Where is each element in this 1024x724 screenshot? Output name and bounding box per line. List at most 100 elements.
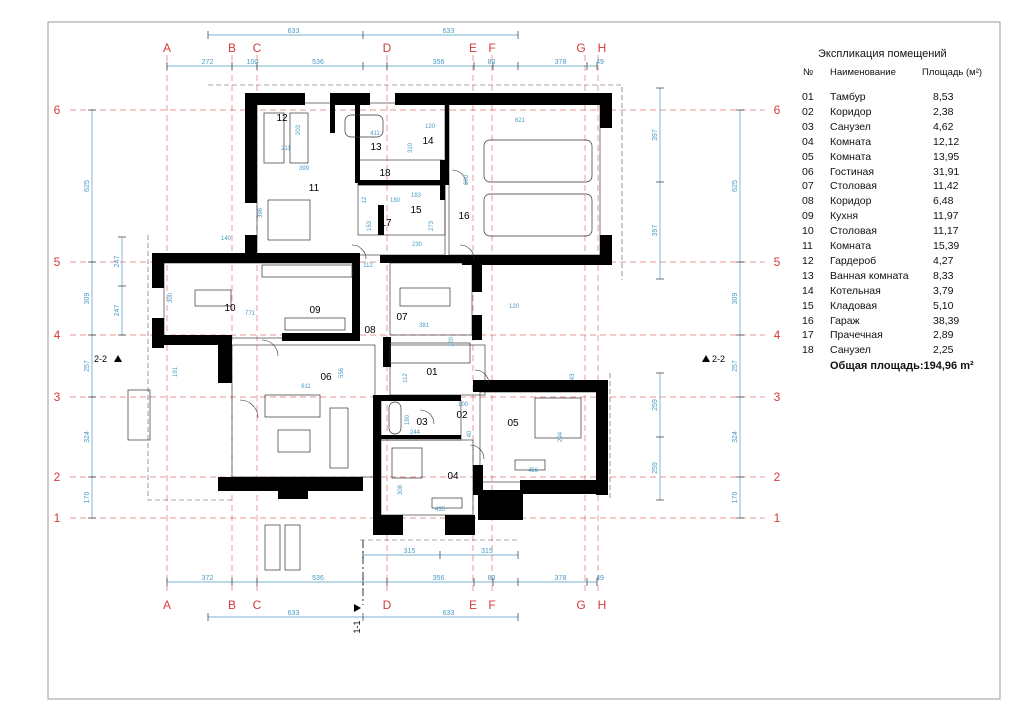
schedule-number: 07 [802, 180, 814, 193]
section-mark-right: 2-2 [712, 354, 725, 364]
interior-dim-label: 180 [390, 198, 401, 204]
schedule-name: Комната [830, 240, 872, 252]
room-number-16: 16 [458, 211, 470, 222]
room-number-01: 01 [426, 367, 438, 378]
dim-label: 309 [732, 293, 739, 305]
wall [445, 515, 475, 535]
wall [218, 338, 232, 383]
porch-steps-icon [127, 389, 151, 441]
wall [381, 395, 461, 401]
schedule-name: Столовая [830, 225, 877, 238]
room-number-15: 15 [410, 205, 422, 216]
door-swing-icon [459, 244, 475, 260]
dim-label: 49 [596, 59, 604, 66]
dim-label: 625 [732, 180, 739, 192]
schedule-name: Котельная [830, 284, 881, 297]
room-number-09: 09 [309, 305, 321, 316]
schedule-area: 4,27 [933, 254, 954, 267]
door-swing-icon [261, 339, 279, 357]
interior-dim-label: 310 [408, 142, 414, 153]
axis-label-bottom: G [576, 598, 585, 612]
car-icon [483, 193, 593, 237]
dim-label: 356 [433, 59, 445, 66]
interior-dim-label: 399 [299, 166, 310, 172]
schedule-area: 38,39 [933, 314, 960, 327]
wall [472, 315, 482, 340]
schedule-area: 2,89 [933, 329, 954, 342]
room-outline [380, 439, 474, 516]
dim-label: 324 [84, 431, 91, 443]
dim-label: 80 [488, 575, 496, 582]
room-number-03: 03 [416, 417, 428, 428]
interior-dim-label: 211 [281, 146, 291, 152]
schedule-area: 2,25 [933, 344, 954, 357]
interior-dim-label: 112 [363, 263, 373, 269]
section-mark-bottom: 1-1 [352, 620, 362, 633]
schedule-number: 08 [802, 195, 814, 208]
dim-label: 80 [488, 59, 496, 66]
wardrobe-icon [263, 112, 285, 164]
axis-label-right: 6 [774, 103, 781, 117]
schedule-area: 8,33 [933, 269, 954, 282]
car-icon [483, 139, 593, 183]
door-swing-icon [239, 399, 259, 419]
schedule-area: 11,17 [933, 225, 959, 238]
desk-icon [514, 459, 546, 471]
dim-label: 378 [555, 59, 567, 66]
schedule-area: 12,12 [933, 135, 960, 148]
axis-label-right: 1 [774, 511, 781, 525]
schedule-name: Тамбур [830, 91, 866, 103]
dim-label: 633 [443, 610, 455, 617]
bed-icon [534, 397, 582, 439]
wall [596, 380, 608, 495]
wall [473, 380, 608, 392]
bathtub-icon [388, 401, 402, 435]
interior-dim-label: 120 [425, 124, 436, 130]
schedule-number: 18 [802, 344, 814, 357]
kitchen-counter-icon [261, 264, 353, 278]
wardrobe-icon [389, 342, 471, 364]
header-area: Площадь (м²) [922, 67, 983, 78]
schedule-name: Прачечная [830, 329, 883, 342]
schedule-area: 2,38 [933, 105, 954, 118]
total-area: Общая площадь:194,96 m² [830, 360, 974, 372]
interior-dim-label: 771 [245, 311, 256, 317]
schedule-name: Ванная комната [830, 269, 909, 282]
axis-label-left: 3 [54, 390, 61, 404]
room-outline [231, 344, 376, 478]
schedule-number: 15 [802, 299, 814, 312]
axis-label-bottom: H [598, 598, 607, 612]
wall [330, 93, 335, 133]
schedule-number: 06 [802, 165, 814, 178]
schedule-number: 14 [802, 284, 814, 297]
interior-dim-label: 230 [412, 242, 423, 248]
axis-label-right: 3 [774, 390, 781, 404]
header-number: № [803, 67, 814, 78]
interior-dim-label: 308 [398, 484, 404, 495]
room-outline [163, 262, 355, 339]
door-swing-icon [469, 444, 485, 460]
wall [245, 93, 305, 105]
interior-dim-label: 140 [221, 236, 232, 242]
bed-icon [267, 199, 311, 241]
header-name: Наименование [830, 67, 896, 78]
wall [278, 477, 308, 499]
axis-label-bottom: A [163, 598, 171, 612]
dim-label: 633 [443, 28, 455, 35]
sun-lounger-icon [284, 524, 301, 571]
wall [152, 335, 232, 345]
schedule-name: Гараж [830, 314, 860, 327]
coffee-table-icon [277, 429, 311, 453]
wall [600, 93, 612, 128]
interior-dim-label: 411 [370, 131, 380, 137]
dim-label: 633 [288, 610, 300, 617]
